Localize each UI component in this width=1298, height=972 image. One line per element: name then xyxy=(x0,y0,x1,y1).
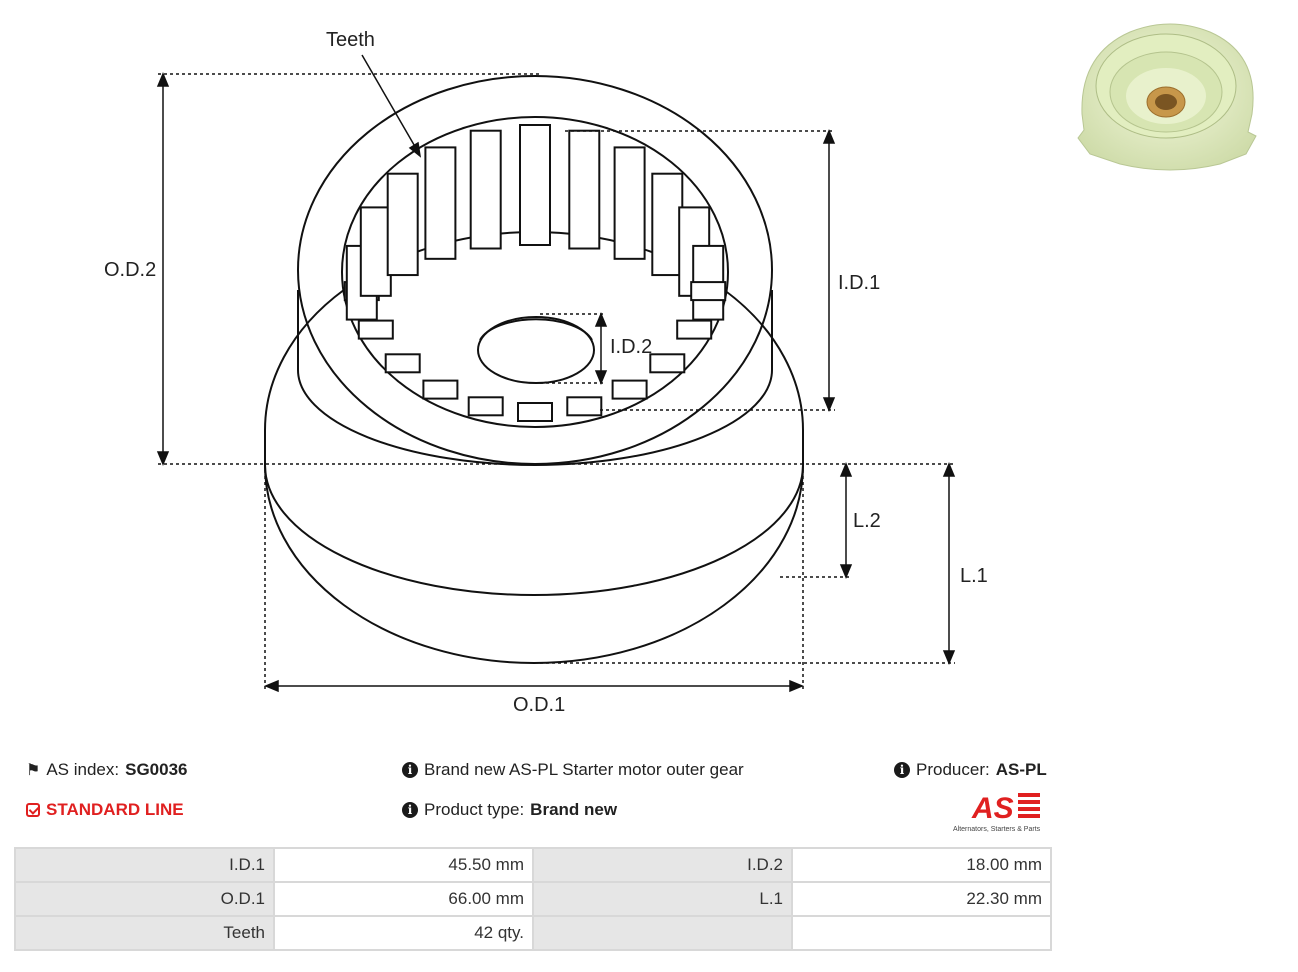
standard-line-badge: STANDARD LINE xyxy=(26,800,184,820)
gear-tooth xyxy=(566,396,603,417)
producer-label: Producer: xyxy=(916,760,990,779)
product-type-label: Product type: xyxy=(424,800,525,819)
gear-tooth xyxy=(613,146,646,260)
spec-value xyxy=(791,915,1052,951)
svg-text:AS: AS xyxy=(971,792,1014,825)
gear-tooth xyxy=(357,319,394,340)
teeth-label: Teeth xyxy=(326,29,375,51)
gear-tooth xyxy=(611,379,648,400)
spec-value: 22.30 mm xyxy=(791,881,1052,917)
gear-tooth xyxy=(469,129,502,250)
gear-tooth xyxy=(676,319,713,340)
svg-text:Alternators, Starters & Parts: Alternators, Starters & Parts xyxy=(953,826,1041,833)
spec-label: I.D.1 xyxy=(14,847,275,883)
l1-label: L.1 xyxy=(960,565,988,587)
gear-tooth xyxy=(651,172,684,277)
info-icon: i xyxy=(402,802,418,818)
gear-tooth xyxy=(517,402,553,422)
od2-label: O.D.2 xyxy=(104,259,156,281)
as-index-label: AS index: xyxy=(46,760,120,779)
gear-tooth xyxy=(649,353,686,374)
description: i Brand new AS-PL Starter motor outer ge… xyxy=(402,760,744,780)
info-icon: i xyxy=(894,762,910,778)
spec-value: 66.00 mm xyxy=(273,881,534,917)
product-type: i Product type: Brand new xyxy=(402,800,617,820)
od1-label: O.D.1 xyxy=(513,694,565,716)
gear-tooth xyxy=(690,281,727,302)
producer-value: AS-PL xyxy=(995,760,1047,779)
spec-label: I.D.2 xyxy=(532,847,793,883)
gear-tooth xyxy=(424,146,457,260)
gear-tooth xyxy=(422,379,459,400)
spec-label xyxy=(532,915,793,951)
info-icon: i xyxy=(402,762,418,778)
as-index-value: SG0036 xyxy=(125,760,188,779)
spec-value: 42 qty. xyxy=(273,915,534,951)
product-type-value: Brand new xyxy=(530,800,618,819)
id1-label: I.D.1 xyxy=(838,272,880,294)
gear-tooth xyxy=(359,206,392,297)
description-text: Brand new AS-PL Starter motor outer gear xyxy=(424,760,744,779)
producer: i Producer: AS-PL xyxy=(894,760,1047,780)
spec-label: O.D.1 xyxy=(14,881,275,917)
l2-label: L.2 xyxy=(853,510,881,532)
tags-icon: ⚑ xyxy=(26,762,41,779)
spec-value: 45.50 mm xyxy=(273,847,534,883)
check-square-icon xyxy=(26,803,40,817)
gear-photo-image xyxy=(1077,23,1257,171)
standard-line-text: STANDARD LINE xyxy=(46,800,184,819)
gear-tooth xyxy=(386,172,419,277)
gear-tooth xyxy=(467,396,504,417)
gear-tooth xyxy=(384,353,421,374)
gear-tooth xyxy=(519,124,551,246)
spec-label: L.1 xyxy=(532,881,793,917)
as-logo: AS Alternators, Starters & Parts xyxy=(953,792,1041,833)
spec-label: Teeth xyxy=(14,915,275,951)
as-index: ⚑ AS index: SG0036 xyxy=(26,760,188,780)
id2-label: I.D.2 xyxy=(610,336,652,358)
gear-tooth xyxy=(568,129,601,250)
gear-dimension-drawing: Teeth O.D.2 I.D.1 I.D.2 L.2 L.1 O.D.1 xyxy=(104,29,988,716)
spec-value: 18.00 mm xyxy=(791,847,1052,883)
